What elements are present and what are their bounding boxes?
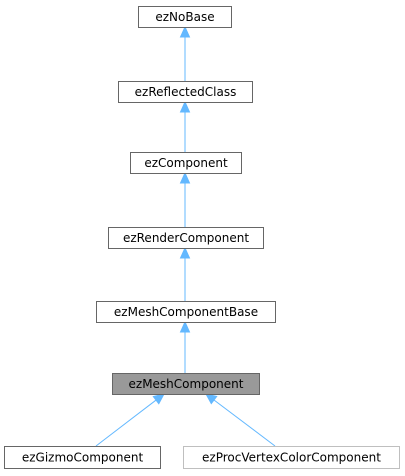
class-node-box (108, 227, 264, 249)
edge-ez-component-to-ez-reflected-class (179, 100, 191, 152)
class-node-box (183, 446, 400, 469)
class-node-ez-component[interactable]: ezComponent (130, 152, 242, 174)
edge-ez-proc-vertex-color-component-to-ez-mesh-component (205, 393, 276, 447)
class-node-box (118, 81, 253, 103)
edge-ez-mesh-component-to-ez-mesh-component-base (179, 320, 191, 373)
class-node-ez-render-component[interactable]: ezRenderComponent (108, 227, 264, 249)
arrowhead-icon (152, 393, 165, 405)
edge-ez-reflected-class-to-ez-no-base (179, 25, 191, 81)
class-node-box (138, 6, 232, 28)
edge-ez-mesh-component-base-to-ez-render-component (179, 246, 191, 301)
class-node-ez-mesh-component: ezMeshComponent (112, 373, 260, 395)
edges-layer (95, 25, 276, 447)
class-node-ez-no-base[interactable]: ezNoBase (138, 6, 232, 28)
class-node-label: ezMeshComponentBase (114, 305, 258, 319)
edge-ez-render-component-to-ez-component (179, 171, 191, 227)
class-node-label: ezRenderComponent (123, 231, 249, 245)
class-node-box (96, 301, 276, 323)
nodes-layer: ezNoBase ezReflectedClass ezComponent ezRen… (4, 6, 400, 469)
class-node-label: ezGizmoComponent (22, 451, 144, 465)
arrowhead-icon (205, 393, 218, 405)
class-node-box (130, 152, 242, 174)
arrowhead-icon (179, 246, 191, 259)
class-node-ez-gizmo-component[interactable]: ezGizmoComponent (4, 446, 161, 469)
arrowhead-icon (179, 100, 191, 113)
class-node-label: ezProcVertexColorComponent (202, 451, 381, 465)
class-node-box (4, 446, 161, 469)
class-node-label: ezMeshComponent (129, 377, 244, 391)
class-node-ez-reflected-class[interactable]: ezReflectedClass (118, 81, 253, 103)
arrowhead-icon (179, 171, 191, 184)
class-node-box (112, 373, 260, 395)
class-node-label: ezNoBase (155, 10, 214, 24)
edge-ez-gizmo-component-to-ez-mesh-component (95, 393, 165, 447)
class-node-ez-mesh-component-base[interactable]: ezMeshComponentBase (96, 301, 276, 323)
arrowhead-icon (179, 25, 191, 38)
arrowhead-icon (179, 320, 191, 333)
class-node-ez-proc-vertex-color-component[interactable]: ezProcVertexColorComponent (183, 446, 400, 469)
class-node-label: ezComponent (144, 156, 228, 170)
edge-line (95, 399, 157, 447)
class-node-label: ezReflectedClass (135, 85, 237, 99)
edge-line (213, 399, 276, 447)
